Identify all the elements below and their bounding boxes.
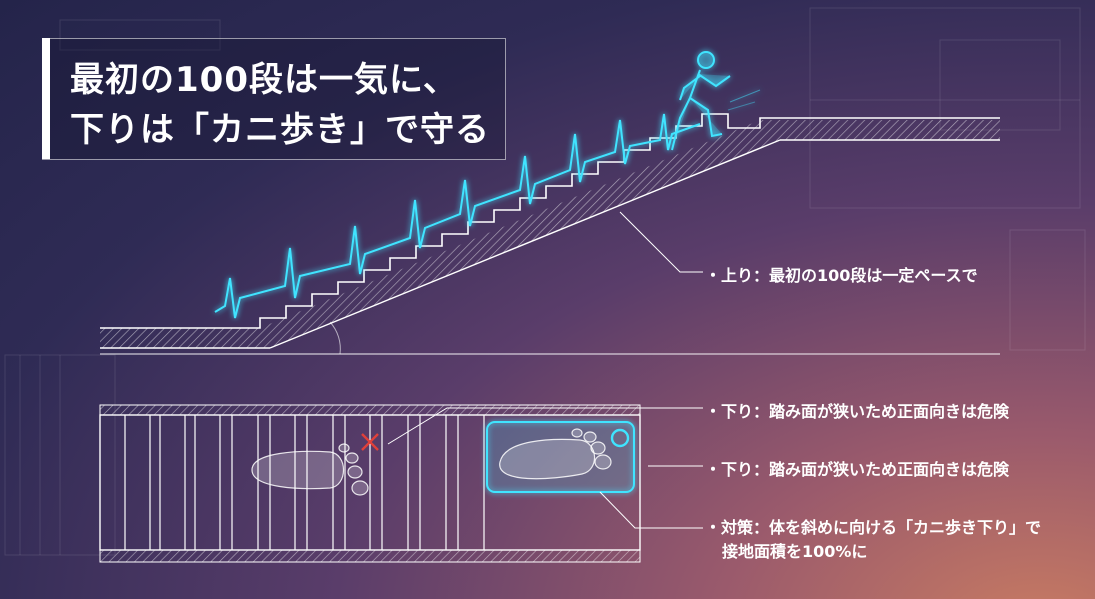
angle-arc <box>329 321 341 355</box>
crab-walk-highlight <box>486 421 635 493</box>
lower-stair-plan <box>99 404 641 563</box>
leader-line-countermeasure <box>599 491 703 529</box>
label-countermeasure: ・対策：体を斜めに向ける「カニ歩き下り」で <box>705 518 1042 537</box>
stair-soffit <box>269 139 781 349</box>
label-downhill-1: ・下り：踏み面が狭いため正面向きは危険 <box>705 402 1010 421</box>
ecg-line-icon <box>214 113 701 319</box>
label-countermeasure-2: 接地面積を100%に <box>722 542 868 561</box>
leader-line-up <box>619 211 703 273</box>
label-downhill-2: ・下り：踏み面が狭いため正面向きは危険 <box>705 460 1010 479</box>
circle-mark-icon <box>610 428 630 448</box>
leader-line-down1 <box>387 407 703 445</box>
plan-bottom-band <box>99 549 641 563</box>
page-title-line2: 下りは「カニ歩き」で守る <box>70 110 490 150</box>
page-title-line1: 最初の100段は一気に、 <box>70 60 458 100</box>
runner-silhouette-icon <box>671 51 761 151</box>
footprint-front-facing <box>251 443 369 496</box>
background-blueprint <box>4 7 1086 556</box>
cross-mark-icon <box>361 433 379 451</box>
plan-top-band <box>99 404 641 416</box>
label-uphill: ・上り：最初の100段は一定ペースで <box>705 266 978 285</box>
title-accent-bar <box>42 38 50 159</box>
